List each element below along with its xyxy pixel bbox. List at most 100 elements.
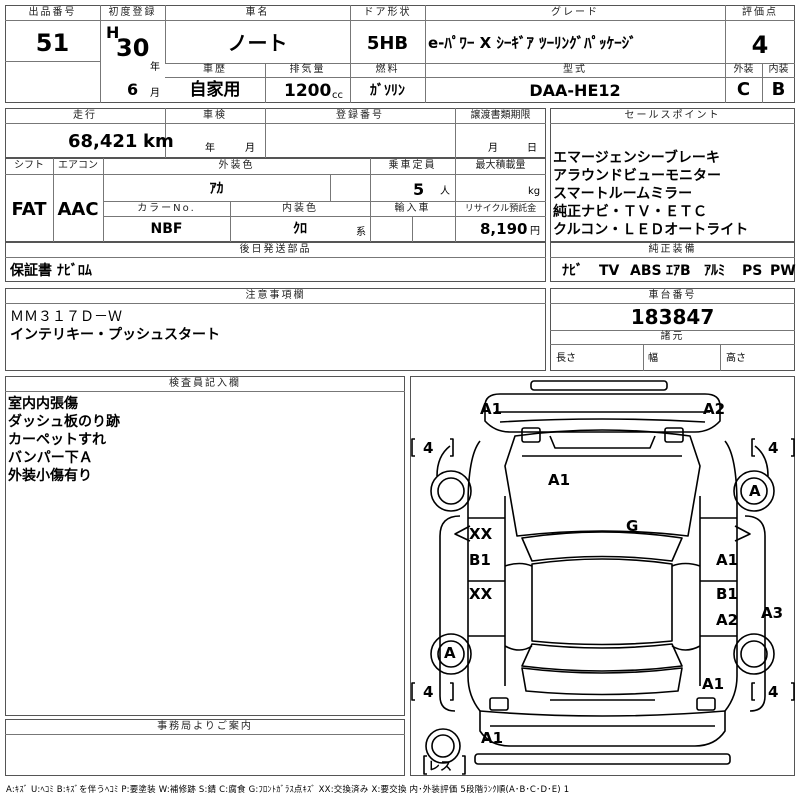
sales-points-box <box>550 108 795 242</box>
caution-label: 注意事項欄 <box>245 290 306 301</box>
color-row <box>5 158 546 242</box>
damage-rear-door-right-a: B1 <box>716 585 738 603</box>
import-label: 輸入車 <box>394 203 431 214</box>
later-parts-label: 後日発送部品 <box>239 244 312 255</box>
sales-point-item: スマートルームミラー <box>553 186 693 202</box>
damage-rear-fender-right: A3 <box>761 604 784 622</box>
equipment-item: ﾅﾋﾞ <box>562 263 583 279</box>
int-color-label: 内装色 <box>282 203 318 214</box>
grade-label: グレード <box>551 7 599 18</box>
damage-roof: G <box>626 517 639 535</box>
capacity-label: 乗車定員 <box>388 160 437 171</box>
ext-color: ｱｶ <box>209 181 224 197</box>
shift: FAT <box>11 199 47 220</box>
fuel: ｶﾞｿﾘﾝ <box>370 83 405 99</box>
mileage: 68,421 <box>68 131 138 152</box>
damage-front-door-left-b: B1 <box>469 551 491 569</box>
era: H <box>106 23 120 42</box>
grade: e-ﾊﾟﾜｰ X ｼｰｷﾞｱ ﾂｰﾘﾝｸﾞﾊﾟｯｹｰｼﾞ <box>428 34 637 52</box>
sales-point-item: 純正ナビ・ＴＶ・ＥＴＣ <box>553 204 707 220</box>
color-no-label: カラーNo. <box>137 203 196 214</box>
later-parts-box <box>5 242 546 282</box>
payload-unit: kg <box>528 186 541 197</box>
reg-year: 30 <box>116 34 150 62</box>
damage-front-door-left-a: XX <box>469 525 493 543</box>
fuel-label: 燃料 <box>375 64 400 75</box>
inspector-line: 外装小傷有り <box>8 468 92 484</box>
tread-rear-left: 4 <box>423 683 434 701</box>
inspection-label: 車検 <box>203 110 227 121</box>
equipment-label: 純正装備 <box>648 244 697 255</box>
sales-point-item: クルコン・ＬＥＤオートライト <box>553 222 749 238</box>
insp-month-unit: 月 <box>245 143 255 154</box>
chassis-number: 183847 <box>630 305 715 329</box>
ext-color-label: 外装色 <box>218 160 255 171</box>
payload-label: 最大積載量 <box>475 160 526 171</box>
height-label: 高さ <box>726 353 746 364</box>
car-name: ノート <box>227 31 288 55</box>
mileage-unit: km <box>143 131 174 152</box>
equipment-box <box>550 242 795 282</box>
chassis-label: 車台番号 <box>648 290 697 301</box>
front-bumper <box>484 393 721 433</box>
caution-line: ＭＭ３１７Ｄ－Ｗ <box>10 309 122 325</box>
model-code: DAA-HE12 <box>529 81 621 100</box>
damage-front-bumper-left: A1 <box>480 400 503 418</box>
door-label: ドア形状 <box>363 7 412 18</box>
chassis-box <box>550 288 795 371</box>
displacement: 1200 <box>284 81 332 101</box>
transfer-day-unit: 日 <box>527 143 537 154</box>
transfer-month-unit: 月 <box>488 143 498 154</box>
mileage-label: 走行 <box>73 110 97 121</box>
ac-label: エアコン <box>58 160 98 171</box>
insp-year-unit: 年 <box>205 143 215 154</box>
later-parts-value: 保証書 ﾅﾋﾞﾛﾑ <box>10 263 92 279</box>
hood <box>504 429 701 537</box>
score: 4 <box>751 31 769 59</box>
damage-front-door-right: A1 <box>716 551 739 569</box>
car-name-label: 車名 <box>245 7 270 18</box>
tread-front-right: 4 <box>768 439 779 457</box>
year-unit: 年 <box>150 62 160 73</box>
sales-point-item: エマージェンシーブレーキ <box>553 150 720 166</box>
first-reg-label: 初度登録 <box>108 7 157 18</box>
color-no: NBF <box>150 221 183 237</box>
equipment-item: ABS <box>630 263 662 279</box>
caution-box <box>5 288 546 371</box>
ext-grade-label: 外装 <box>733 64 754 75</box>
damage-hood: A1 <box>548 471 571 489</box>
equipment-item: TV <box>599 263 620 279</box>
int-color: ｸﾛ <box>293 221 307 237</box>
front-bumper-lip <box>530 380 668 391</box>
equipment-item: ｱﾙﾐ <box>704 263 725 279</box>
rear-hatch <box>521 667 683 696</box>
recycle-label: リサイクル預託金 <box>464 204 537 214</box>
windshield <box>521 531 683 562</box>
right-side <box>724 440 738 712</box>
recycle-unit: 円 <box>530 226 540 237</box>
int-color-unit: 系 <box>356 227 366 238</box>
damage-rear-bumper: A1 <box>481 729 504 747</box>
inspector-label: 検査員記入欄 <box>169 378 241 389</box>
damage-rear-fender-left: A <box>444 644 456 662</box>
damage-rear-door-right-b: A2 <box>716 611 739 629</box>
caution-line: インテリキー・プッシュスタート <box>10 327 220 343</box>
capacity: 5 <box>413 180 425 199</box>
damage-front-fender-right: A <box>749 482 761 500</box>
legend: A:ｷｽﾞ U:ﾍｺﾐ B:ｷｽﾞを伴うﾍｺﾐ P:要塗装 W:補修跡 S:錆 … <box>6 785 570 795</box>
displacement-unit: cc <box>332 90 343 101</box>
length-label: 長さ <box>556 353 576 364</box>
month-unit: 月 <box>150 88 160 99</box>
displacement-label: 排気量 <box>289 64 326 75</box>
roof <box>531 558 673 646</box>
tread-rear-right: 4 <box>768 683 779 701</box>
sales-point-item: アラウンドビューモニター <box>553 168 721 184</box>
damage-front-bumper-right: A2 <box>703 400 726 418</box>
car-diagram-frame <box>410 376 795 776</box>
inspector-line: ダッシュ板のり跡 <box>8 414 120 430</box>
capacity-unit: 人 <box>440 186 450 197</box>
car-diagram <box>411 380 795 775</box>
inspector-line: バンパー下Ａ <box>8 450 93 466</box>
score-label: 評価点 <box>742 7 778 18</box>
left-side <box>467 440 481 712</box>
